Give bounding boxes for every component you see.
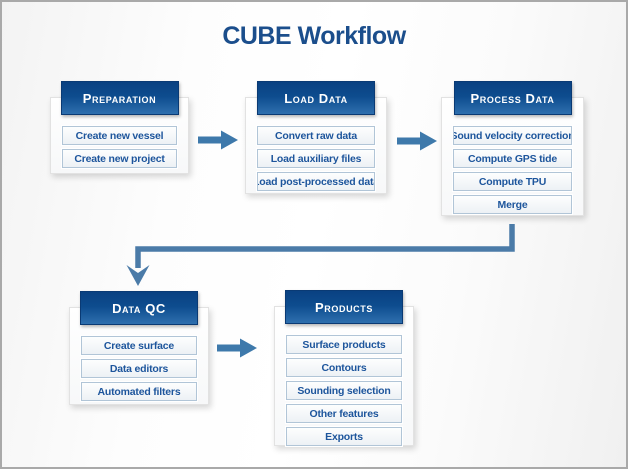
step-item: Sounding selection bbox=[286, 381, 402, 400]
group-header-load-data: Load Data bbox=[257, 81, 375, 115]
group-header-products: Products bbox=[285, 290, 403, 324]
step-item: Other features bbox=[286, 404, 402, 423]
step-item: Exports bbox=[286, 427, 402, 446]
arrow-right-icon-qc-to-products bbox=[217, 338, 257, 358]
group-header-process-data: Process Data bbox=[453, 81, 572, 115]
step-item: Compute GPS tide bbox=[453, 149, 572, 168]
group-header-data-qc: Data QC bbox=[80, 291, 198, 325]
group-header-preparation: Preparation bbox=[60, 81, 179, 115]
step-item: Automated filters bbox=[81, 382, 197, 401]
step-item: Data editors bbox=[81, 359, 197, 378]
step-item: Merge bbox=[453, 195, 572, 214]
step-item: Create surface bbox=[81, 336, 197, 355]
step-item: Contours bbox=[286, 358, 402, 377]
step-item: Convert raw data bbox=[257, 126, 375, 145]
step-item: Sound velocity correction bbox=[453, 126, 572, 145]
step-item: Load post-processed data bbox=[257, 172, 375, 191]
step-item: Surface products bbox=[286, 335, 402, 354]
step-item: Compute TPU bbox=[453, 172, 572, 191]
page-title: CUBE Workflow bbox=[222, 22, 406, 50]
step-item: Create new project bbox=[62, 149, 177, 168]
step-item: Create new vessel bbox=[62, 126, 177, 145]
arrow-right-icon-load-to-process bbox=[397, 131, 437, 151]
arrow-right-icon-preparation-to-load bbox=[198, 130, 238, 150]
step-item: Load auxiliary files bbox=[257, 149, 375, 168]
